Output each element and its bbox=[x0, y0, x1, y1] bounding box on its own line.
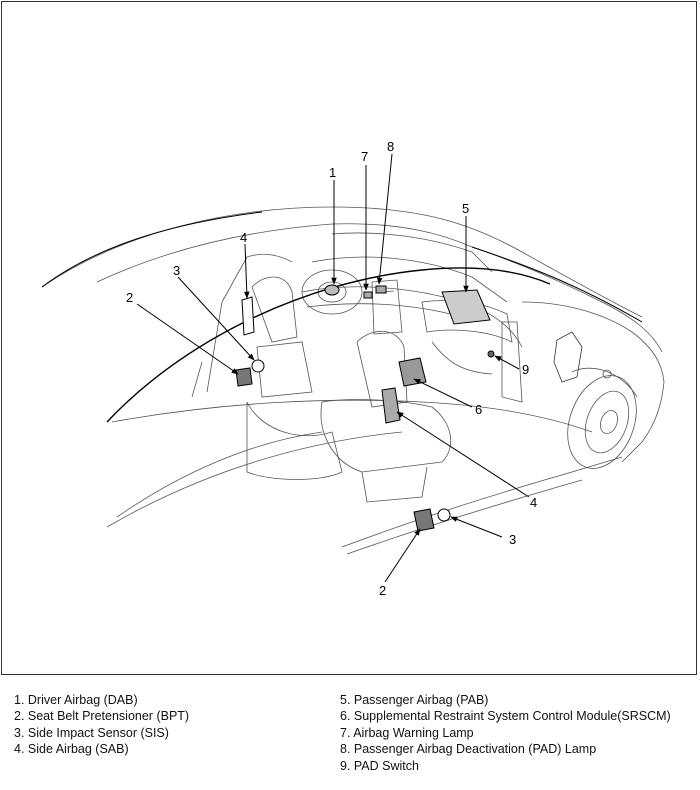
legend-left: 1. Driver Airbag (DAB) 2. Seat Belt Pret… bbox=[14, 692, 189, 758]
leader-2-top bbox=[136, 303, 239, 375]
callout-2-top: 2 bbox=[126, 290, 133, 305]
legend-item: 9. PAD Switch bbox=[340, 758, 419, 773]
callout-2-bottom: 2 bbox=[379, 583, 386, 598]
legend-item: 8. Passenger Airbag Deactivation (PAD) L… bbox=[340, 742, 597, 757]
legend-item: 3. Side Impact Sensor (SIS) bbox=[14, 725, 169, 740]
callout-numbers: 1 7 8 5 4 3 2 9 6 4 3 2 bbox=[126, 139, 537, 598]
srscm-module bbox=[398, 357, 427, 387]
airbag-warning-lamp bbox=[363, 291, 373, 299]
callout-3-top: 3 bbox=[173, 263, 180, 278]
callout-8: 8 bbox=[387, 139, 394, 154]
leader-8 bbox=[376, 153, 393, 285]
car-body-outline bbox=[41, 206, 665, 555]
leader-2-bottom bbox=[384, 528, 421, 583]
driver-airbag bbox=[324, 284, 340, 296]
components bbox=[235, 284, 495, 532]
diagram-frame: 1 7 8 5 4 3 2 9 6 4 3 2 bbox=[1, 1, 697, 675]
legend-item: 4. Side Airbag (SAB) bbox=[14, 742, 129, 757]
callout-3-bottom: 3 bbox=[509, 532, 516, 547]
leader-3-bottom bbox=[450, 516, 503, 538]
windshield-edge bbox=[471, 246, 643, 323]
callout-5: 5 bbox=[462, 201, 469, 216]
callout-1: 1 bbox=[329, 165, 336, 180]
roof-arc bbox=[106, 267, 551, 423]
leader-4-top bbox=[243, 243, 250, 299]
leader-6 bbox=[413, 378, 473, 408]
leader-lines bbox=[136, 153, 530, 583]
legend-item: 1. Driver Airbag (DAB) bbox=[14, 693, 138, 707]
leader-3-top bbox=[177, 276, 255, 361]
callout-6: 6 bbox=[475, 402, 482, 417]
side-impact-sensor-top bbox=[251, 359, 265, 373]
callout-9: 9 bbox=[522, 362, 529, 377]
callout-7: 7 bbox=[361, 149, 368, 164]
side-airbag-rear bbox=[241, 296, 255, 336]
pad-switch bbox=[487, 350, 495, 358]
leader-9 bbox=[494, 355, 520, 370]
legend-item: 5. Passenger Airbag (PAB) bbox=[340, 693, 489, 707]
side-impact-sensor-bottom bbox=[437, 508, 451, 522]
seat-belt-pretensioner-top bbox=[235, 367, 253, 387]
legend-item: 6. Supplemental Restraint System Control… bbox=[340, 709, 671, 724]
callout-4-bottom: 4 bbox=[530, 495, 537, 510]
callout-4-top: 4 bbox=[240, 230, 247, 245]
pad-lamp bbox=[375, 285, 387, 294]
passenger-airbag bbox=[441, 289, 491, 325]
car-airbag-diagram: 1 7 8 5 4 3 2 9 6 4 3 2 bbox=[41, 139, 665, 598]
roof-edge bbox=[41, 211, 263, 288]
leader-4-bottom bbox=[396, 411, 530, 498]
seat-belt-pretensioner-bottom bbox=[413, 508, 435, 532]
legend-item: 7. Airbag Warning Lamp bbox=[340, 725, 474, 740]
side-airbag-front bbox=[381, 387, 401, 424]
legend-right: 5. Passenger Airbag (PAB) 6. Supplementa… bbox=[340, 692, 671, 774]
legend-item: 2. Seat Belt Pretensioner (BPT) bbox=[14, 709, 190, 724]
